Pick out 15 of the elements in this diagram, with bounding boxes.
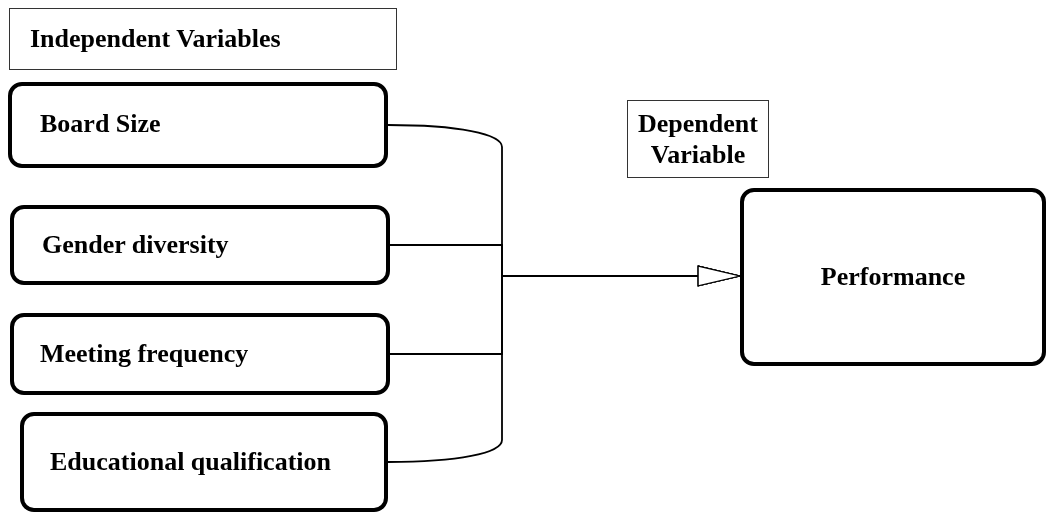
variable-label: Meeting frequency [40, 338, 249, 370]
variable-box [740, 188, 1046, 366]
variable-label: Gender diversity [42, 229, 229, 261]
heading-box [9, 8, 397, 70]
variable-label: Board Size [40, 108, 161, 140]
connector-arrow [387, 265, 741, 463]
variable-box [20, 412, 388, 512]
variable-label: Performance [820, 261, 966, 293]
variable-box [8, 82, 388, 168]
variable-label: Educational qualification [50, 446, 331, 478]
heading-text: Independent Variables [30, 23, 281, 55]
heading-text: Dependent Variable [637, 107, 759, 171]
heading-box [627, 100, 769, 178]
variable-box [10, 313, 390, 395]
variable-box [10, 205, 390, 285]
